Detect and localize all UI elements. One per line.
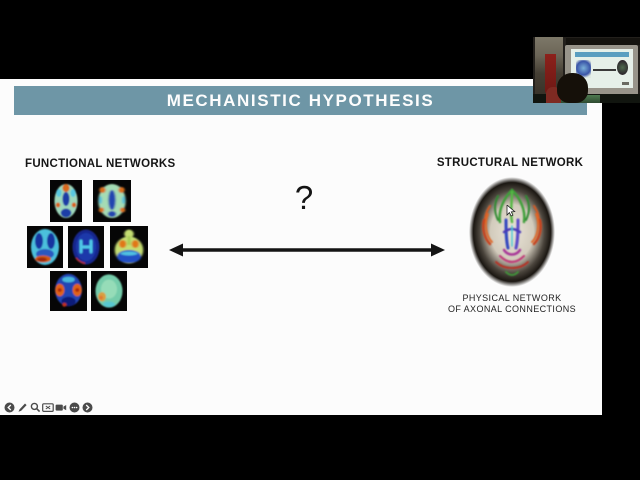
dti-brain-image <box>468 176 556 288</box>
slide-title: MECHANISTIC HYPOTHESIS <box>166 90 435 110</box>
mouse-cursor <box>506 204 516 217</box>
display-toggle-button[interactable] <box>42 401 54 413</box>
slide-title-bar: MECHANISTIC HYPOTHESIS <box>14 86 587 115</box>
pen-tool-button[interactable] <box>16 401 28 413</box>
double-arrow <box>168 242 446 258</box>
camera-tool-button[interactable] <box>55 401 67 413</box>
mini-slide-footer-mark <box>622 82 629 85</box>
presentation-slide: MECHANISTIC HYPOTHESIS FUNCTIONAL NETWOR… <box>0 79 602 415</box>
fmri-brain-map-7 <box>91 271 127 311</box>
fmri-brain-map-1 <box>50 180 82 222</box>
display-icon <box>42 402 54 412</box>
mini-slide-structural-image <box>617 60 628 75</box>
fmri-brain-map-3 <box>27 226 63 268</box>
next-circle-icon <box>82 402 92 412</box>
more-options-button[interactable] <box>68 401 80 413</box>
fmri-brain-map-4 <box>68 226 104 268</box>
question-mark: ? <box>294 179 314 216</box>
next-slide-button[interactable] <box>81 401 93 413</box>
fmri-brain-map-5 <box>110 226 148 268</box>
fmri-brain-map-2 <box>93 180 131 222</box>
toolbar <box>3 400 93 414</box>
monitor-screen <box>571 49 633 88</box>
red-banner <box>545 54 556 94</box>
mini-slide-title-bar <box>575 52 629 57</box>
functional-networks-heading: FUNCTIONAL NETWORKS <box>25 158 176 170</box>
presenter-monitor <box>565 45 638 96</box>
previous-circle-icon <box>4 402 14 412</box>
zoom-tool-button[interactable] <box>29 401 41 413</box>
structural-caption: PHYSICAL NETWORK OF AXONAL CONNECTIONS <box>427 293 597 314</box>
pen-icon <box>18 403 27 412</box>
monitor-mount-arm <box>566 38 640 45</box>
structural-network-heading: STRUCTURAL NETWORK <box>436 157 584 169</box>
previous-slide-button[interactable] <box>3 401 15 413</box>
caption-line-2: OF AXONAL CONNECTIONS <box>447 303 577 314</box>
webcam-overlay <box>533 37 640 103</box>
mini-slide-functional-images <box>576 60 591 78</box>
video-camera-icon <box>55 404 67 411</box>
mini-slide-arrow <box>593 69 616 71</box>
more-options-icon <box>69 402 79 412</box>
presenter-head <box>557 73 588 103</box>
fmri-brain-map-6 <box>50 271 87 311</box>
caption-line-1: PHYSICAL NETWORK <box>462 293 562 303</box>
magnifier-icon <box>30 402 40 412</box>
